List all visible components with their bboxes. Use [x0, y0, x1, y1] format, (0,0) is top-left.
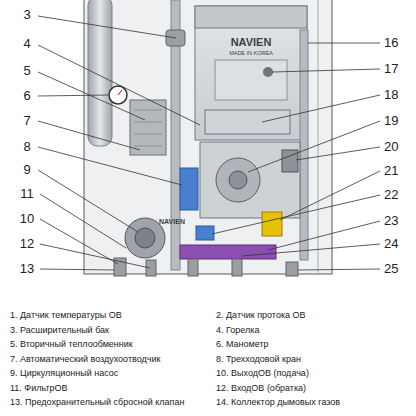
bottom-pipe [188, 259, 198, 276]
callout-number: 19 [384, 114, 398, 128]
callout-number: 8 [23, 140, 30, 154]
bottom-pipe [232, 259, 242, 276]
leader-line [38, 147, 182, 185]
gas-valve [262, 212, 282, 236]
callout-number: 22 [384, 188, 398, 202]
callout-number: 24 [384, 237, 398, 251]
callout-number: 25 [384, 262, 398, 276]
leader-line [40, 219, 118, 264]
callout-number: 4 [23, 37, 30, 51]
three-way-valve [180, 168, 198, 210]
callout-number: 10 [20, 212, 34, 226]
fan-hub [229, 171, 247, 189]
water-manifold [180, 245, 276, 259]
callout-number: 16 [384, 36, 398, 50]
callout-number: 6 [23, 89, 30, 103]
inlet-pipe [146, 260, 156, 276]
leader-line [38, 45, 200, 125]
heat-exchanger [195, 6, 307, 140]
leader-line [38, 95, 108, 96]
parts-list-item: 6. Манометр [216, 340, 269, 350]
callout-number: 21 [384, 164, 398, 178]
flue-collector [205, 110, 290, 134]
parts-list-item: 10. ВыходОВ (подача) [216, 369, 309, 379]
boiler-casing [84, 0, 332, 274]
parts-list-item: 14. Коллектор дымовых газов [216, 398, 340, 408]
leader-line [40, 269, 114, 270]
parts-list-item: 3. Расширительный бак [10, 326, 109, 336]
blue-fitting [196, 226, 214, 240]
exchanger-rib [134, 122, 162, 123]
callout-number: 7 [23, 114, 30, 128]
leader-lines [38, 16, 380, 270]
parts-list-item: 1. Датчик температуры ОВ [10, 311, 122, 321]
callout-number: 9 [23, 163, 30, 177]
exchanger-rib [134, 134, 162, 135]
callout-number: 11 [20, 187, 34, 201]
brand-logo: NAVIEN [231, 36, 272, 48]
gauge-needle [118, 90, 122, 95]
gas-pipe [286, 262, 298, 276]
leader-line [38, 121, 140, 150]
leader-line [242, 244, 380, 256]
burner-housing [200, 142, 300, 218]
callout-number: 12 [20, 237, 34, 251]
right-pipe [300, 30, 308, 260]
parts-list-item: 4. Горелка [216, 326, 259, 336]
heat-exchanger-panel [215, 60, 287, 100]
secondary-heat-exchanger [130, 100, 166, 155]
parts-list-item: 8. Трехходовой кран [216, 355, 301, 365]
leader-line [40, 194, 126, 248]
heat-exchanger-top [195, 6, 307, 28]
leader-line [40, 244, 150, 268]
parts-list-item: 2. Датчик протока ОВ [216, 311, 306, 321]
flow-sensor [263, 67, 273, 77]
callout-number: 3 [23, 8, 30, 22]
callout-number: 17 [384, 62, 398, 76]
pump-rotor [135, 228, 155, 248]
callout-number: 13 [20, 262, 34, 276]
callout-number: 23 [384, 214, 398, 228]
parts-list-item: 9. Циркуляционный насос [10, 369, 118, 379]
leader-line [280, 171, 380, 220]
circulation-pump [125, 218, 165, 258]
exchanger-rib [134, 146, 162, 147]
leader-line [308, 43, 380, 44]
brand-subtitle: MADE IN KOREA [229, 50, 273, 56]
callout-number: 5 [23, 64, 30, 78]
leader-line [38, 16, 176, 38]
leader-line [272, 69, 380, 72]
pressure-gauge [109, 86, 127, 104]
parts-list-item: 11. ФильтрОВ [10, 384, 68, 394]
brand-logo: NAVIEN [159, 218, 185, 226]
leader-line [296, 147, 380, 160]
fan [216, 158, 260, 202]
expansion-tank [88, 0, 112, 146]
casing-edge [318, 0, 319, 274]
leader-line [298, 269, 380, 270]
parts-list-item: 12. ВходОВ (обратка) [216, 384, 306, 394]
parts-list-item: 5. Вторичный теплообменник [10, 340, 133, 350]
callout-number: 20 [384, 140, 398, 154]
leader-line [212, 195, 380, 234]
leader-line [262, 95, 380, 122]
leader-line [248, 121, 380, 172]
parts-list-item: 13. Предохранительный сбросной клапан [10, 398, 184, 408]
leader-line [38, 72, 145, 120]
callout-number: 18 [384, 88, 398, 102]
parts-list-item: 7. Автоматический воздухоотводчик [10, 355, 160, 365]
leader-line [38, 170, 138, 232]
exchanger-rib [134, 110, 162, 111]
